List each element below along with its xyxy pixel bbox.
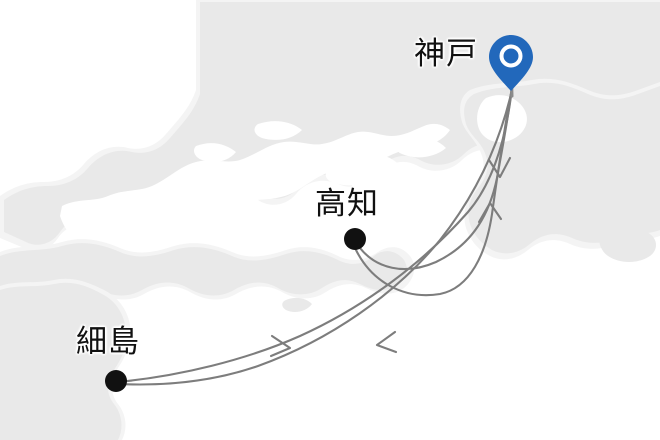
land-gap-b [254,121,302,140]
port-marker-hososhima[interactable] [105,370,127,392]
arrow-kobe-up-icon [477,201,503,224]
land-gap-a [194,143,236,162]
route-kochi-to-hososhima[interactable] [116,88,514,386]
map-pin-inner-ring [499,44,523,68]
map-pin-icon[interactable] [489,35,533,91]
arrow-west-icon [375,330,398,354]
arrow-east-icon [269,334,292,358]
port-marker-kochi[interactable] [344,228,366,250]
land-shikoku [0,243,407,297]
arrowhead-group [269,156,512,358]
kii-bay [477,95,527,143]
island-east [599,225,656,262]
land-kyushu [0,282,127,440]
arrow-kobe-down-icon [487,156,512,179]
inland-sea-channel [60,123,450,254]
route-kochi-to-kobe[interactable] [354,86,514,297]
kochi-dot-icon[interactable] [344,228,366,250]
awaji-notch [349,154,403,197]
hososhima-dot-icon[interactable] [105,370,127,392]
land-gap-d [396,137,446,158]
port-marker-kobe[interactable] [489,35,533,98]
islet-a [282,297,312,312]
